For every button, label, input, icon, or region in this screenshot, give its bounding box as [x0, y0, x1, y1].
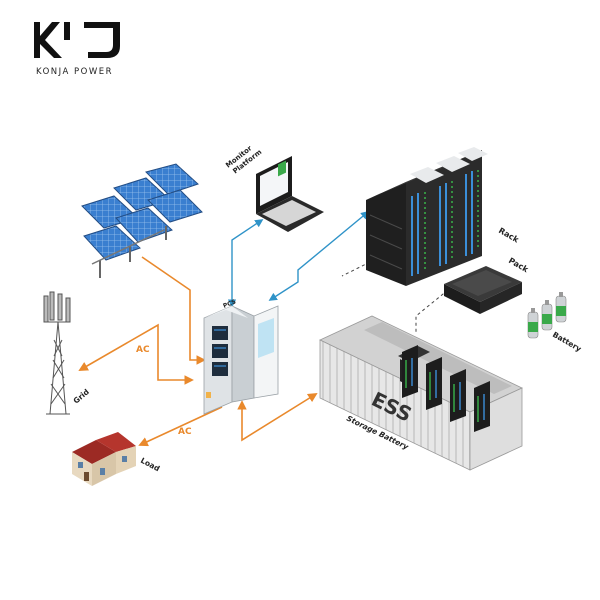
- battery-pack-icon: [444, 266, 522, 314]
- ac-flow-lines: [78, 256, 318, 447]
- pack-label: Pack: [507, 256, 530, 275]
- rack-label: Rack: [497, 226, 521, 245]
- house-icon: [72, 432, 136, 486]
- grid-tower-icon: [43, 291, 71, 415]
- ac-label-grid: AC: [136, 345, 150, 355]
- load-label: Load: [139, 456, 161, 474]
- pcs-label: PCS: [222, 298, 237, 309]
- server-rack-icon: [366, 147, 488, 286]
- dashed-links: [341, 261, 449, 332]
- container-icon: [319, 315, 523, 471]
- solar-panel-array-icon: [81, 163, 203, 278]
- ess-battery-modules: [402, 345, 490, 432]
- brand-name: KONJA POWER: [36, 67, 113, 77]
- data-flow-lines: [227, 210, 370, 308]
- pcs-cabinet-icon: [203, 305, 279, 415]
- brand-logo: [34, 22, 120, 58]
- grid-label: Grid: [72, 387, 91, 405]
- laptop-icon: [256, 156, 324, 232]
- ac-label-load: AC: [178, 427, 192, 437]
- battery-label: Battery: [551, 330, 583, 354]
- battery-cells-icon: [527, 292, 567, 339]
